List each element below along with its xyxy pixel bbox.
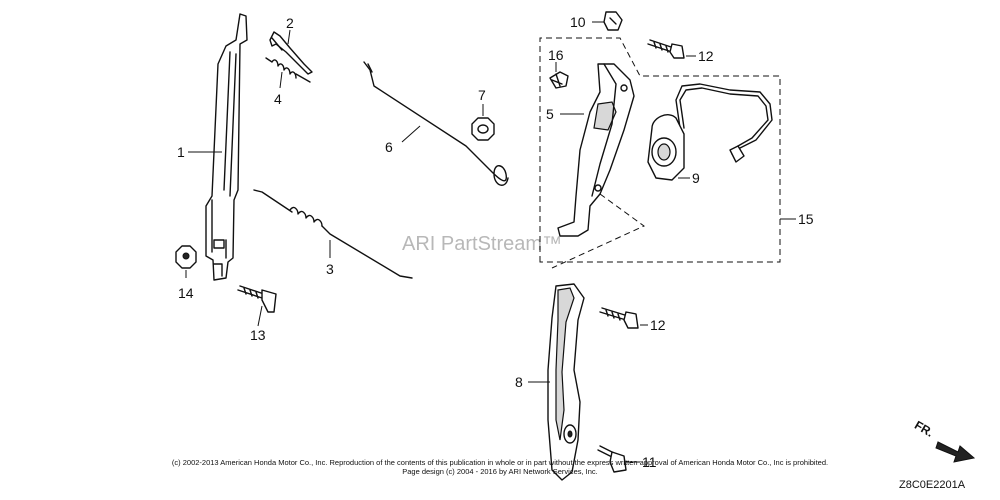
callout-2[interactable]: 2 [286, 15, 294, 31]
callout-10[interactable]: 10 [570, 14, 586, 30]
assembly-15-outline [539, 37, 781, 263]
part-12-bolt-upper[interactable] [647, 39, 685, 59]
part-4-spring[interactable] [265, 57, 311, 83]
watermark: ARI PartStream™ [402, 233, 562, 255]
copyright-line-2: Page design (c) 2004 - 2016 by ARI Netwo… [402, 467, 598, 476]
part-6-rod[interactable] [363, 61, 509, 186]
callout-11[interactable]: 11 [642, 454, 657, 470]
part-5-bracket[interactable] [557, 63, 635, 237]
direction-label: FR. [912, 418, 936, 440]
callout-15[interactable]: 15 [798, 211, 814, 227]
copyright-line-1: (c) 2002-2013 American Honda Motor Co., … [172, 458, 828, 467]
callout-4[interactable]: 4 [274, 91, 282, 107]
callout-12-upper[interactable]: 12 [698, 48, 714, 64]
part-8-handle[interactable] [547, 283, 585, 481]
callout-1[interactable]: 1 [177, 144, 185, 160]
diagram-code: Z8C0E2201A [899, 479, 966, 491]
part-9-switch[interactable] [647, 83, 773, 181]
part-12-bolt-lower[interactable] [599, 307, 639, 329]
callout-7[interactable]: 7 [478, 87, 486, 103]
part-13-bolt[interactable] [237, 285, 277, 313]
callout-12-lower[interactable]: 12 [650, 317, 666, 333]
part-16-clip[interactable] [549, 71, 569, 89]
part-2-clip[interactable] [269, 31, 313, 75]
callout-5[interactable]: 5 [546, 106, 554, 122]
callout-16[interactable]: 16 [548, 47, 564, 63]
callout-6[interactable]: 6 [385, 139, 393, 155]
callout-9[interactable]: 9 [692, 170, 700, 186]
part-3-spring-rod[interactable] [253, 189, 413, 279]
part-14-nut[interactable] [175, 245, 197, 269]
callout-14[interactable]: 14 [178, 285, 194, 301]
part-10-clip[interactable] [603, 11, 623, 31]
part-11-bolt[interactable] [597, 445, 627, 473]
callout-8[interactable]: 8 [515, 374, 523, 390]
callout-13[interactable]: 13 [250, 327, 266, 343]
callout-3[interactable]: 3 [326, 261, 334, 277]
part-1-lever[interactable] [205, 13, 248, 281]
part-7-nut[interactable] [471, 117, 495, 141]
front-direction-arrow: FR. [912, 418, 976, 463]
